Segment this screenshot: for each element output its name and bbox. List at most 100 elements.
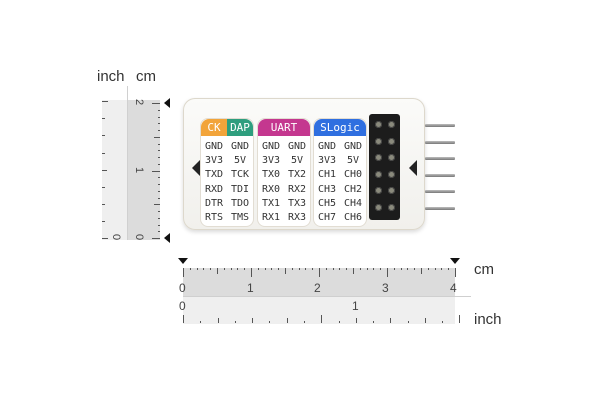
horizontal-ruler-divider [183, 296, 471, 297]
ruler-tick [303, 321, 305, 323]
ruler-tick [353, 268, 354, 274]
ruler-tick [217, 268, 218, 274]
ruler-tick [200, 321, 202, 323]
ruler-tick [158, 197, 160, 199]
header-pin-hole [388, 170, 395, 178]
ruler-tick [459, 315, 461, 323]
ruler-tick [158, 143, 160, 145]
pin-label: GND [317, 141, 337, 152]
header-pin-hole [388, 203, 395, 211]
ruler-tick [158, 130, 160, 131]
header-pin-hole [375, 154, 382, 161]
pin-label: RX3 [287, 212, 307, 224]
uart-panel: UART GND GND 3V3 5V TX0 TX2 RX0 RX2 TX1 … [257, 118, 311, 227]
ruler-tick [312, 268, 314, 270]
uart-header: UART [258, 119, 310, 136]
pin-label: TX2 [287, 169, 307, 181]
pin-label: RX2 [287, 183, 307, 195]
ruler-tick [291, 268, 293, 270]
horizontal-ruler-inch-band [183, 297, 455, 324]
pin-label: 3V3 [261, 155, 281, 167]
ruler-tick [407, 268, 409, 270]
ruler-tick [346, 268, 348, 270]
vr-top-marker-icon [164, 98, 170, 108]
ruler-tick [271, 268, 273, 270]
ruler-tick [189, 268, 191, 270]
ruler-tick [366, 268, 368, 270]
left-arrow-icon [192, 160, 200, 176]
hr-cm-3: 3 [382, 281, 389, 295]
ruler-tick [237, 268, 239, 270]
pin-label: GND [261, 141, 281, 152]
header-pin-hole [375, 137, 382, 145]
dap-label: DAP [227, 119, 253, 136]
ruler-tick [217, 318, 219, 323]
ruler-tick [102, 118, 105, 120]
male-header-pin [425, 157, 455, 160]
male-header-pin [425, 124, 455, 127]
male-header-pin [425, 173, 455, 177]
vr-cm-0: 0 [133, 233, 146, 241]
pin-label: RX1 [261, 212, 281, 224]
ruler-tick [158, 163, 160, 165]
ck-label: CK [201, 119, 227, 136]
ruler-tick [278, 268, 280, 270]
ruler-tick [158, 123, 160, 125]
ruler-tick [338, 321, 340, 323]
ruler-tick [203, 268, 205, 270]
vertical-ruler-divider [127, 86, 128, 240]
ruler-tick [359, 268, 361, 270]
ruler-tick [158, 231, 160, 233]
male-header-pin [425, 206, 455, 210]
header-pin-hole [375, 203, 382, 211]
ruler-tick [332, 268, 334, 270]
pin-label: DTR [204, 197, 224, 209]
pin-label: RXD [204, 183, 224, 195]
ruler-tick [251, 268, 252, 277]
pin-label: TX3 [287, 197, 307, 209]
ruler-tick [230, 268, 232, 270]
slogic-panel: SLogic GND GND 3V3 5V CH1 CH0 CH3 CH2 CH… [313, 118, 367, 227]
pin-label: TCK [230, 169, 250, 181]
ck-dap-panel: CK DAP GND GND 3V3 5V TXD TCK RXD TDI DT… [200, 118, 254, 227]
ruler-tick [252, 318, 254, 323]
ruler-tick [102, 152, 105, 154]
ruler-tick [158, 224, 160, 226]
ruler-tick [455, 268, 456, 277]
ruler-tick [154, 136, 160, 138]
ruler-tick [373, 268, 375, 270]
header-pin-hole [388, 187, 395, 194]
hr-cm-4: 4 [450, 281, 457, 295]
ck-dap-header: CK DAP [201, 119, 253, 136]
pin-label: CH6 [343, 212, 363, 224]
male-header-pin [425, 140, 455, 144]
pin-label: TXD [204, 169, 224, 181]
pin-label: TDI [230, 183, 250, 195]
ruler-tick [102, 135, 105, 137]
ruler-tick [421, 268, 422, 274]
ruler-tick [339, 268, 341, 270]
ruler-tick [400, 268, 402, 270]
vr-bottom-marker-icon [164, 233, 170, 243]
pin-label: 5V [233, 155, 247, 167]
hr-cm-2: 2 [314, 281, 321, 295]
pin-label: GND [343, 141, 363, 152]
ruler-tick [305, 268, 307, 270]
ruler-tick [158, 157, 160, 158]
ruler-tick [407, 321, 409, 323]
male-header-pin [425, 190, 455, 193]
header-pin-hole [388, 154, 395, 161]
pin-label: TX0 [261, 169, 281, 181]
pin-label: CH1 [317, 169, 337, 181]
hr-cm-0: 0 [179, 281, 186, 295]
ruler-tick [234, 321, 236, 323]
pin-label: TMS [230, 212, 250, 224]
ruler-tick [158, 211, 160, 212]
ruler-tick [380, 268, 382, 270]
ruler-tick [223, 268, 225, 270]
usb-debugger-device: CK DAP GND GND 3V3 5V TXD TCK RXD TDI DT… [183, 98, 425, 230]
ruler-tick [390, 318, 392, 323]
pin-label: CH3 [317, 183, 337, 195]
vertical-ruler-cm-band [128, 100, 160, 240]
uart-label: UART [270, 121, 298, 134]
